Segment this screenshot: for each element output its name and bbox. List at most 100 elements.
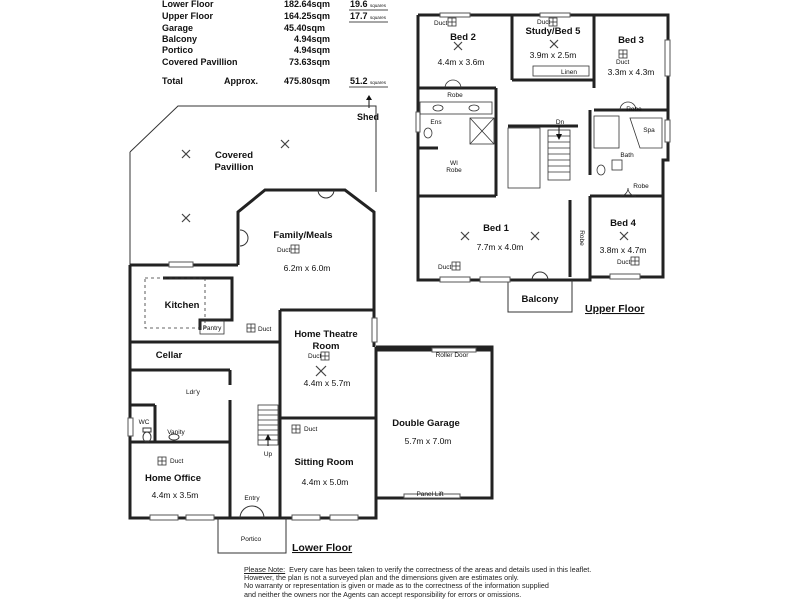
roller-door-label: Roller Door [436,352,470,359]
bed4-dim: 3.8m x 4.7m [600,245,647,255]
disclaimer: Please Note: Every care has been taken t… [244,565,604,599]
wi-robe-label-1: WI [450,160,458,167]
area-value-lower: 182.64sqm [284,0,330,9]
cellar-label: Cellar [156,350,183,361]
area-value-garage: 45.40sqm [284,23,325,33]
disclaimer-text-1: Every care has been taken to verify the … [289,565,592,574]
area-value-balcony: 4.94sqm [294,34,330,44]
upper-floor-plan: Duct Bed 2 4.4m x 3.6m Duct Study/Bed 5 … [415,12,671,315]
wi-robe-label-2: Robe [446,167,462,174]
bed1-duct-label: Duct [438,264,452,271]
area-name-lower: Lower Floor [162,0,214,9]
disclaimer-note-label: Please Note: [244,565,286,574]
toilet-icon [596,164,606,176]
family-meals-label: Family/Meals [273,230,332,241]
bed4-label: Bed 4 [610,218,637,229]
stairs-up-arrow-icon [265,434,271,446]
office-duct-label: Duct [170,458,184,465]
portico-label: Portico [241,536,262,543]
study-duct-label: Duct [537,19,551,26]
lower-floor-title: Lower Floor [292,542,352,554]
area-value-pavillion: 73.63sqm [289,57,330,67]
bed3-duct-label: Duct [616,59,630,66]
vanity-basin-icon [168,433,180,441]
area-squares-upper: 17.7 [350,11,368,21]
study-label: Study/Bed 5 [526,26,582,37]
covered-pavillion-label-1: Covered [215,150,253,161]
spa-icon [629,117,663,149]
ensuite-label: Ens [430,119,442,126]
double-garage-label: Double Garage [392,418,460,429]
balcony-label: Balcony [522,294,560,305]
duct-icon [157,244,330,466]
bed2-label: Bed 2 [450,32,476,43]
disclaimer-line-1: Please Note: Every care has been taken t… [244,565,604,574]
balcony-outline [507,280,573,313]
theatre-duct-label: Duct [308,353,322,360]
bed1-label: Bed 1 [483,223,510,234]
stairs-upper [507,127,571,189]
area-name-garage: Garage [162,23,193,33]
pavillion-lights-icon [181,139,327,377]
area-squares-lower: 19.6 [350,0,368,9]
home-theatre-dim: 4.4m x 5.7m [304,378,351,388]
area-total-approx: Approx. [224,76,258,86]
entry-door-icon [239,505,265,519]
bed3-robe-label: Robe [626,106,642,113]
area-total-squares-unit: squares [370,80,387,85]
bed3-dim: 3.3m x 4.3m [608,67,655,77]
stairs-down-arrow-icon [556,126,562,140]
bed1-dim: 7.7m x 4.0m [477,242,524,252]
area-value-upper: 164.25sqm [284,11,330,21]
sitting-duct-label: Duct [304,426,318,433]
shed-label: Shed [357,112,379,122]
pantry-box [199,319,225,335]
area-name-portico: Portico [162,45,194,55]
covered-pavillion-label-2: Pavillion [214,162,253,173]
area-total-label: Total [162,76,183,86]
bed1-robe-label: Robe [578,230,585,246]
home-office-label: Home Office [145,473,201,484]
duct-icon [447,17,640,271]
area-name-pavillion: Covered Pavillion [162,57,238,67]
panel-lift-label: Panel Lift [416,491,443,498]
linen-label: Linen [561,69,577,76]
area-squares-unit-lower: squares [370,3,387,8]
family-meals-dim: 6.2m x 6.0m [284,263,331,273]
wc-label: WC [139,419,150,426]
area-value-portico: 4.94sqm [294,45,330,55]
lower-windows [127,261,477,521]
area-name-balcony: Balcony [162,34,197,44]
study-dim: 3.9m x 2.5m [530,50,577,60]
disclaimer-text-3: No warranty or representation is given o… [244,581,549,591]
home-office-dim: 4.4m x 3.5m [152,490,199,500]
sitting-room-label: Sitting Room [294,457,353,468]
entry-label: Entry [244,495,260,502]
lower-floor-plan: Covered Pavillion Family/Meals Duct 6.2m… [127,105,494,554]
bed2-dim: 4.4m x 3.6m [438,57,485,67]
disclaimer-text-2: However, the plan is not a surveyed plan… [244,573,519,583]
balcony-door-icon [531,271,549,281]
area-schedule: Lower Floor 182.64sqm 19.6 squares Upper… [162,0,388,122]
pantry-label: Pantry [203,325,223,332]
toilet-icon [423,127,433,139]
disclaimer-text-4: and neither the owners nor the Agents ca… [244,589,522,599]
bath-label: Bath [620,152,634,159]
hall-duct-label: Duct [258,326,272,333]
double-garage-dim: 5.7m x 7.0m [405,436,452,446]
family-duct-label: Duct [277,247,291,254]
laundry-label: Ldr'y [186,389,201,396]
bed4-robe-label: Robe [633,183,649,190]
area-name-upper: Upper Floor [162,11,213,21]
toilet-icon [142,427,152,443]
bed3-label: Bed 3 [618,35,644,46]
home-theatre-label-1: Home Theatre [294,329,357,340]
home-theatre-label-2: Room [313,341,340,352]
upper-windows [415,12,671,283]
portico-outline [217,518,287,554]
bed2-robe-label: Robe [447,92,463,99]
sitting-room-dim: 4.4m x 5.0m [302,477,349,487]
upper-floor-title: Upper Floor [585,303,645,315]
upper-lights-icon [453,39,629,241]
